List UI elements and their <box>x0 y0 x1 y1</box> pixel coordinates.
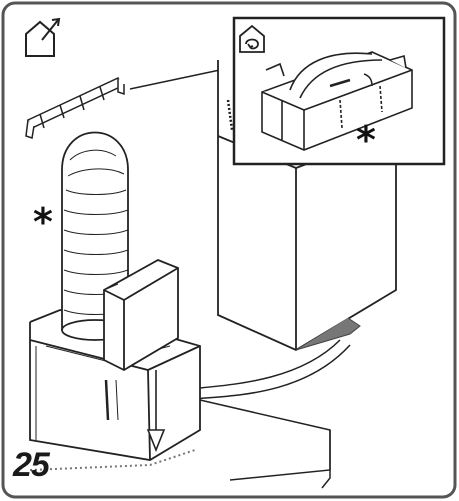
down-arrow <box>146 370 166 453</box>
wall-bracket <box>25 77 125 139</box>
filter-cassette <box>103 259 179 372</box>
flexible-duct <box>61 131 129 341</box>
chimney-shadow <box>295 317 361 351</box>
duct-asterisk-marker: * <box>33 200 53 244</box>
house-with-outlet-arrow-icon <box>25 17 61 57</box>
callout-line <box>129 66 235 90</box>
inset-asterisk-marker: * <box>356 118 376 162</box>
step-number: 25 <box>13 446 50 484</box>
base-dotted-line <box>29 449 196 471</box>
house-with-recirculation-icon <box>239 24 265 53</box>
recirculation-filter-box <box>261 51 413 151</box>
